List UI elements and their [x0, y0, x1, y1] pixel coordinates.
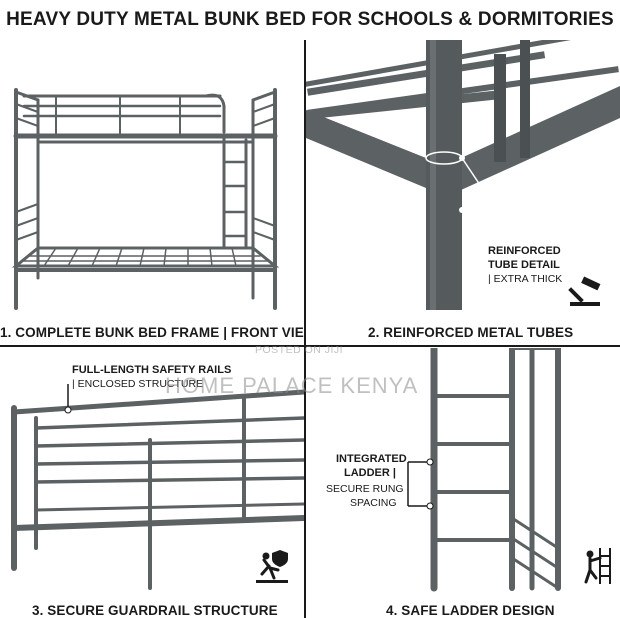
- vertical-divider: [304, 40, 306, 618]
- tube-callout-title-line-2: TUBE DETAIL: [488, 259, 560, 271]
- person-climbing-ladder-icon: [584, 548, 611, 584]
- ladder-callout-title-line-1: INTEGRATED: [336, 453, 407, 465]
- panel-front-view: 1. COMPLETE BUNK BED FRAME | FRONT VIEW: [0, 40, 304, 345]
- panel-4-caption: 4. SAFE LADDER DESIGN: [386, 603, 555, 618]
- page-title: HEAVY DUTY METAL BUNK BED FOR SCHOOLS & …: [6, 9, 614, 30]
- guardrail-illustration: [11, 384, 304, 590]
- tube-callout-sub: | EXTRA THICK: [488, 273, 563, 285]
- bunk-bed-front-illustration: [11, 88, 280, 310]
- tube-detail-illustration: [306, 40, 620, 310]
- panel-2-caption: 2. REINFORCED METAL TUBES: [368, 325, 574, 340]
- horizontal-divider: [0, 345, 620, 347]
- ladder-callout-sub-line-2: SPACING: [350, 497, 397, 509]
- ladder-illustration: [407, 348, 561, 592]
- guardrail-callout-sub: | ENCLOSED STRUCTURE: [72, 378, 204, 390]
- ladder-callout-title-line-2: LADDER |: [344, 467, 396, 479]
- panel-guardrail: FULL-LENGTH SAFETY RAILS | ENCLOSED STRU…: [0, 348, 304, 618]
- panel-ladder: INTEGRATED LADDER | SECURE RUNG SPACING …: [306, 348, 620, 618]
- hammer-icon: [568, 276, 601, 306]
- tube-callout-title-line-1: REINFORCED: [488, 245, 561, 257]
- panel-3-caption: 3. SECURE GUARDRAIL STRUCTURE: [32, 603, 278, 618]
- falling-person-shield-icon: [256, 550, 288, 583]
- panel-1-caption: 1. COMPLETE BUNK BED FRAME | FRONT VIEW: [0, 325, 304, 340]
- guardrail-callout-title: FULL-LENGTH SAFETY RAILS: [72, 364, 232, 376]
- ladder-callout-sub-line-1: SECURE RUNG: [326, 483, 404, 495]
- panel-reinforced-tubes: REINFORCED TUBE DETAIL | EXTRA THICK 2. …: [306, 40, 620, 345]
